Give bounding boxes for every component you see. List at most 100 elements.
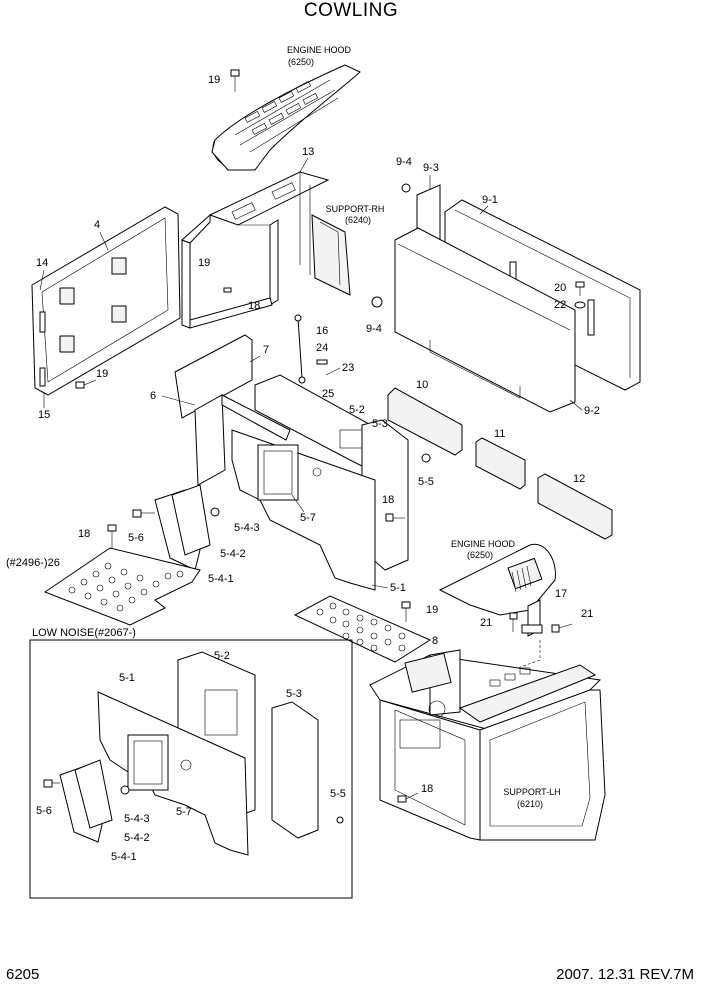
ln-bolt-5-6 (43, 779, 60, 788)
callout-5-2: 5-2 (349, 404, 365, 416)
side-panel-4 (31, 206, 181, 396)
callout-9-4-top: 9-4 (396, 156, 412, 168)
callout-25: 25 (322, 388, 334, 400)
callout-5-1: 5-1 (390, 582, 406, 594)
callout-18-lh: 18 (421, 783, 433, 795)
callout-14: 14 (36, 257, 48, 269)
ln-callout-5-4-2: 5-4-2 (124, 832, 150, 844)
pin-24 (316, 359, 328, 365)
callout-5-4-2: 5-4-2 (220, 548, 246, 560)
mat-26 (43, 547, 201, 626)
callout-5-6: 5-6 (128, 532, 144, 544)
engine-hood-top-ref: (6250) (288, 57, 314, 67)
engine-hood-lower-label: ENGINE HOOD (451, 539, 516, 549)
callout-13: 13 (302, 146, 314, 158)
callout-5-7: 5-7 (300, 512, 316, 524)
ln-grommet-5-5 (336, 816, 344, 824)
serial-note-26: (#2496-)26 (6, 557, 60, 569)
callout-19-mat: 19 (426, 604, 438, 616)
engine-hood-top-label: ENGINE HOOD (287, 45, 352, 55)
callout-18-panel: 18 (382, 494, 394, 506)
washer-22 (574, 301, 586, 309)
bolt-20 (575, 281, 585, 296)
rod-16 (294, 314, 306, 384)
support-rh (311, 214, 351, 296)
callout-23: 23 (342, 362, 354, 374)
ln-callout-5-7: 5-7 (176, 806, 192, 818)
bolt-18-panel (385, 513, 405, 522)
grommet-9-4-top (401, 183, 411, 193)
plate-5-4-2 (171, 484, 211, 556)
callout-15: 15 (38, 409, 50, 421)
callout-5-4-1: 5-4-1 (208, 573, 234, 585)
callout-8: 8 (432, 635, 438, 647)
support-rh-label: SUPPORT-RH (326, 204, 385, 214)
ln-panel-5-1 (97, 691, 249, 856)
callout-18-left: 18 (78, 528, 90, 540)
support-rh-ref: (6240) (345, 215, 371, 225)
ln-callout-5-4-1: 5-4-1 (111, 851, 137, 863)
engine-hood-top (211, 64, 361, 171)
bolt-5-6 (132, 509, 155, 518)
callout-17: 17 (555, 588, 567, 600)
callout-24: 24 (316, 342, 328, 354)
bolt-19-panel (75, 379, 97, 389)
callout-12: 12 (573, 473, 585, 485)
callout-4: 4 (94, 219, 100, 231)
support-lh-ref: (6210) (517, 799, 543, 809)
callout-5-4-3: 5-4-3 (234, 522, 260, 534)
ln-callout-5-6: 5-6 (36, 805, 52, 817)
callout-9-2: 9-2 (584, 405, 600, 417)
callout-19-panel: 19 (96, 368, 108, 380)
low-noise-box (29, 639, 353, 899)
page-title: COWLING (303, 0, 399, 21)
bolt-18-lh (397, 792, 419, 803)
grommet-5-5 (421, 453, 431, 463)
callout-5-3: 5-3 (372, 418, 388, 430)
bracket-7 (174, 334, 253, 419)
bracket-6 (194, 394, 291, 486)
bolt-18-left (107, 524, 117, 548)
callout-9-4-side: 9-4 (366, 323, 382, 335)
callout-6: 6 (150, 390, 156, 402)
ln-plate-5-4-2 (74, 759, 113, 829)
panel-5-1-main (231, 429, 376, 591)
support-lh (369, 649, 606, 841)
callout-20: 20 (554, 282, 566, 294)
callout-10: 10 (416, 379, 428, 391)
bolt-19-mat (401, 601, 411, 622)
callout-21-right: 21 (581, 608, 593, 620)
ln-callout-5-1: 5-1 (119, 672, 135, 684)
engine-hood-lower (438, 543, 556, 616)
bolt-19-top (230, 69, 240, 92)
callout-22: 22 (554, 299, 566, 311)
panel-10 (387, 387, 463, 456)
revision-stamp: 2007. 12.31 REV.7M (556, 966, 694, 983)
grommet-5-4-3 (210, 507, 220, 517)
callout-19-top: 19 (208, 74, 220, 86)
ln-grommet-5-4-3 (120, 785, 130, 795)
low-noise-label: LOW NOISE(#2067-) (32, 627, 136, 639)
panel-12 (537, 473, 613, 540)
ln-callout-5-4-3: 5-4-3 (124, 813, 150, 825)
grommet-9-4-side (371, 296, 383, 308)
callout-5-5: 5-5 (418, 476, 434, 488)
callout-7: 7 (263, 344, 269, 356)
ln-panel-5-3 (271, 701, 319, 839)
ln-callout-5-3: 5-3 (286, 688, 302, 700)
callout-9-1: 9-1 (482, 194, 498, 206)
engine-hood-lower-ref: (6250) (467, 550, 493, 560)
callout-16: 16 (316, 325, 328, 337)
callout-21-left: 21 (480, 617, 492, 629)
mat-8 (293, 595, 432, 663)
callout-9-3: 9-3 (423, 162, 439, 174)
page-number: 6205 (6, 966, 40, 983)
support-lh-label: SUPPORT-LH (503, 787, 560, 797)
ln-callout-5-5: 5-5 (330, 788, 346, 800)
callout-18-frame: 18 (248, 300, 260, 312)
latch-17 (521, 599, 543, 637)
bolt-21-left (509, 612, 518, 632)
callout-11: 11 (494, 428, 505, 440)
panel-11 (475, 437, 526, 490)
